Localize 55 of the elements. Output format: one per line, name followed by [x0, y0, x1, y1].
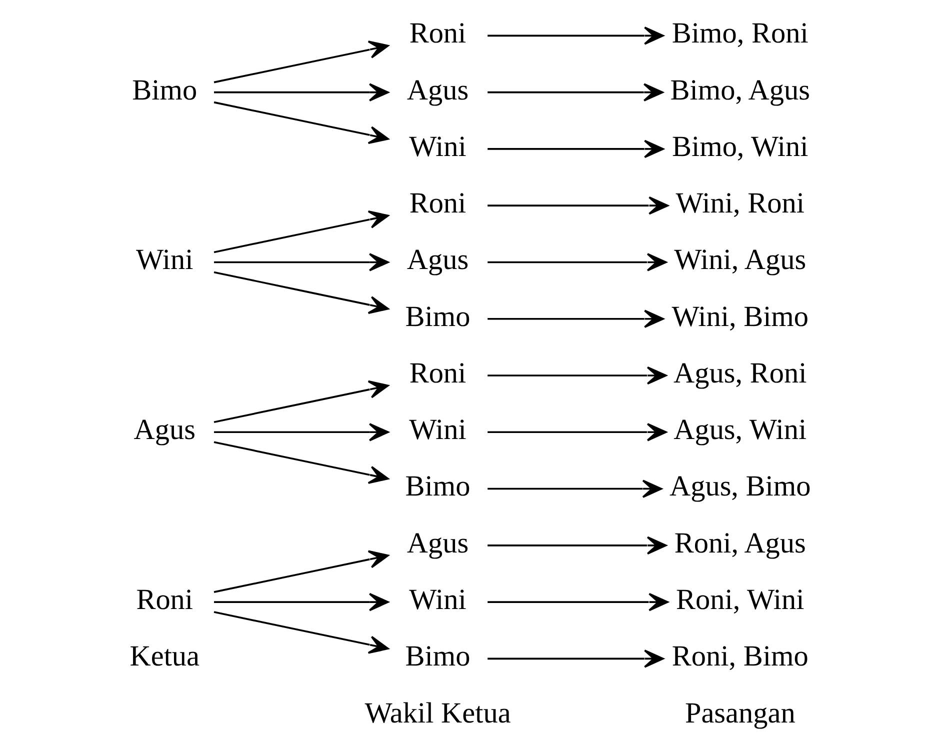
node-text: Bimo [132, 74, 198, 106]
label: Wakil Ketua [364, 697, 511, 730]
node-text: Wini, Agus [674, 244, 806, 276]
node-text: Bimo [405, 640, 470, 673]
node-text: Roni, Bimo [672, 640, 808, 673]
arrow [214, 550, 389, 593]
node-text: Roni [136, 584, 194, 616]
arrow [488, 650, 664, 668]
node-text: Agus [406, 244, 469, 276]
node-text: Agus, Roni [674, 357, 807, 390]
arrow [214, 83, 389, 102]
label: Pasangan [684, 697, 796, 730]
node-text: Roni, Agus [674, 527, 806, 560]
node-text: Wini [409, 584, 466, 616]
arrow [488, 253, 667, 272]
node-text: Roni [409, 188, 466, 220]
node-text: Bimo, Agus [670, 74, 810, 106]
node-text: Wini [409, 414, 466, 446]
node-text: Wini [409, 130, 466, 163]
node-text: Roni, Wini [676, 584, 804, 616]
arrow [488, 140, 664, 158]
node-text: Bimo [405, 470, 470, 503]
arrow [214, 380, 389, 424]
node-text: Wini [136, 244, 194, 276]
node-text: Bimo [405, 300, 470, 333]
arrow [214, 253, 389, 272]
arrow [214, 210, 389, 254]
node-text: Roni [409, 357, 466, 390]
arrow [488, 310, 664, 328]
node-text: Bimo, Roni [672, 18, 808, 50]
arrow [488, 423, 667, 442]
arrow [214, 101, 389, 144]
arrow [488, 83, 664, 102]
arrow [214, 271, 389, 314]
arrow [214, 611, 389, 654]
node-text: Agus [134, 414, 196, 446]
node-text: Agus [406, 527, 469, 560]
node-text: Wini, Roni [676, 188, 804, 220]
node-text: Agus, Bimo [670, 470, 811, 503]
arrow [214, 441, 389, 484]
label: Ketua [130, 640, 200, 673]
arrow [488, 26, 664, 45]
node-text: Bimo, Wini [672, 130, 808, 163]
arrow [488, 366, 667, 385]
node-text: Agus [406, 74, 469, 106]
node-text: Agus, Wini [674, 414, 807, 446]
node-text: Roni [409, 18, 466, 50]
node-text: Wini, Bimo [672, 300, 809, 333]
arrow [214, 423, 389, 442]
arrow [488, 536, 667, 555]
arrow [214, 592, 389, 612]
arrow [488, 592, 668, 612]
arrow [488, 480, 662, 498]
arrow [488, 196, 668, 215]
arrow [214, 40, 389, 84]
